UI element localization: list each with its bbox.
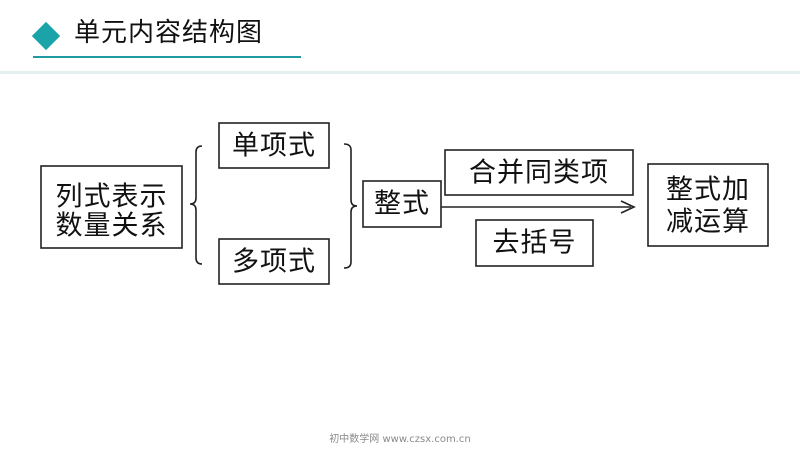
left-brace [189, 145, 203, 265]
node-polynomial-box [218, 238, 330, 285]
node-monomial-label: 单项式 [232, 131, 316, 162]
title-underline [33, 56, 301, 58]
node-integral-expression-box [362, 180, 442, 228]
footer-watermark: 初中数学网 www.czsx.com.cn [329, 434, 471, 445]
node-expression-line2: 数量关系 [56, 211, 168, 242]
arrow-head [620, 200, 636, 214]
right-brace [343, 143, 358, 269]
node-integral-expression-label: 整式 [374, 189, 430, 220]
node-remove-brackets-label: 去括号 [493, 228, 577, 259]
page-title: 单元内容结构图 [74, 18, 264, 48]
node-combine-like-terms-box [444, 149, 634, 196]
node-result-line2: 减运算 [666, 207, 750, 238]
node-polynomial-label: 多项式 [232, 247, 316, 278]
node-result-line1: 整式加 [666, 175, 750, 206]
slide-header: 单元内容结构图 [0, 0, 800, 74]
node-expression-line1: 列式表示 [56, 182, 168, 213]
node-monomial-box [218, 122, 330, 169]
node-remove-brackets-box [475, 219, 594, 267]
header-divider [0, 71, 800, 74]
node-expression-box [40, 165, 183, 249]
node-combine-like-terms-label: 合并同类项 [469, 158, 609, 189]
node-result-box [647, 163, 769, 247]
